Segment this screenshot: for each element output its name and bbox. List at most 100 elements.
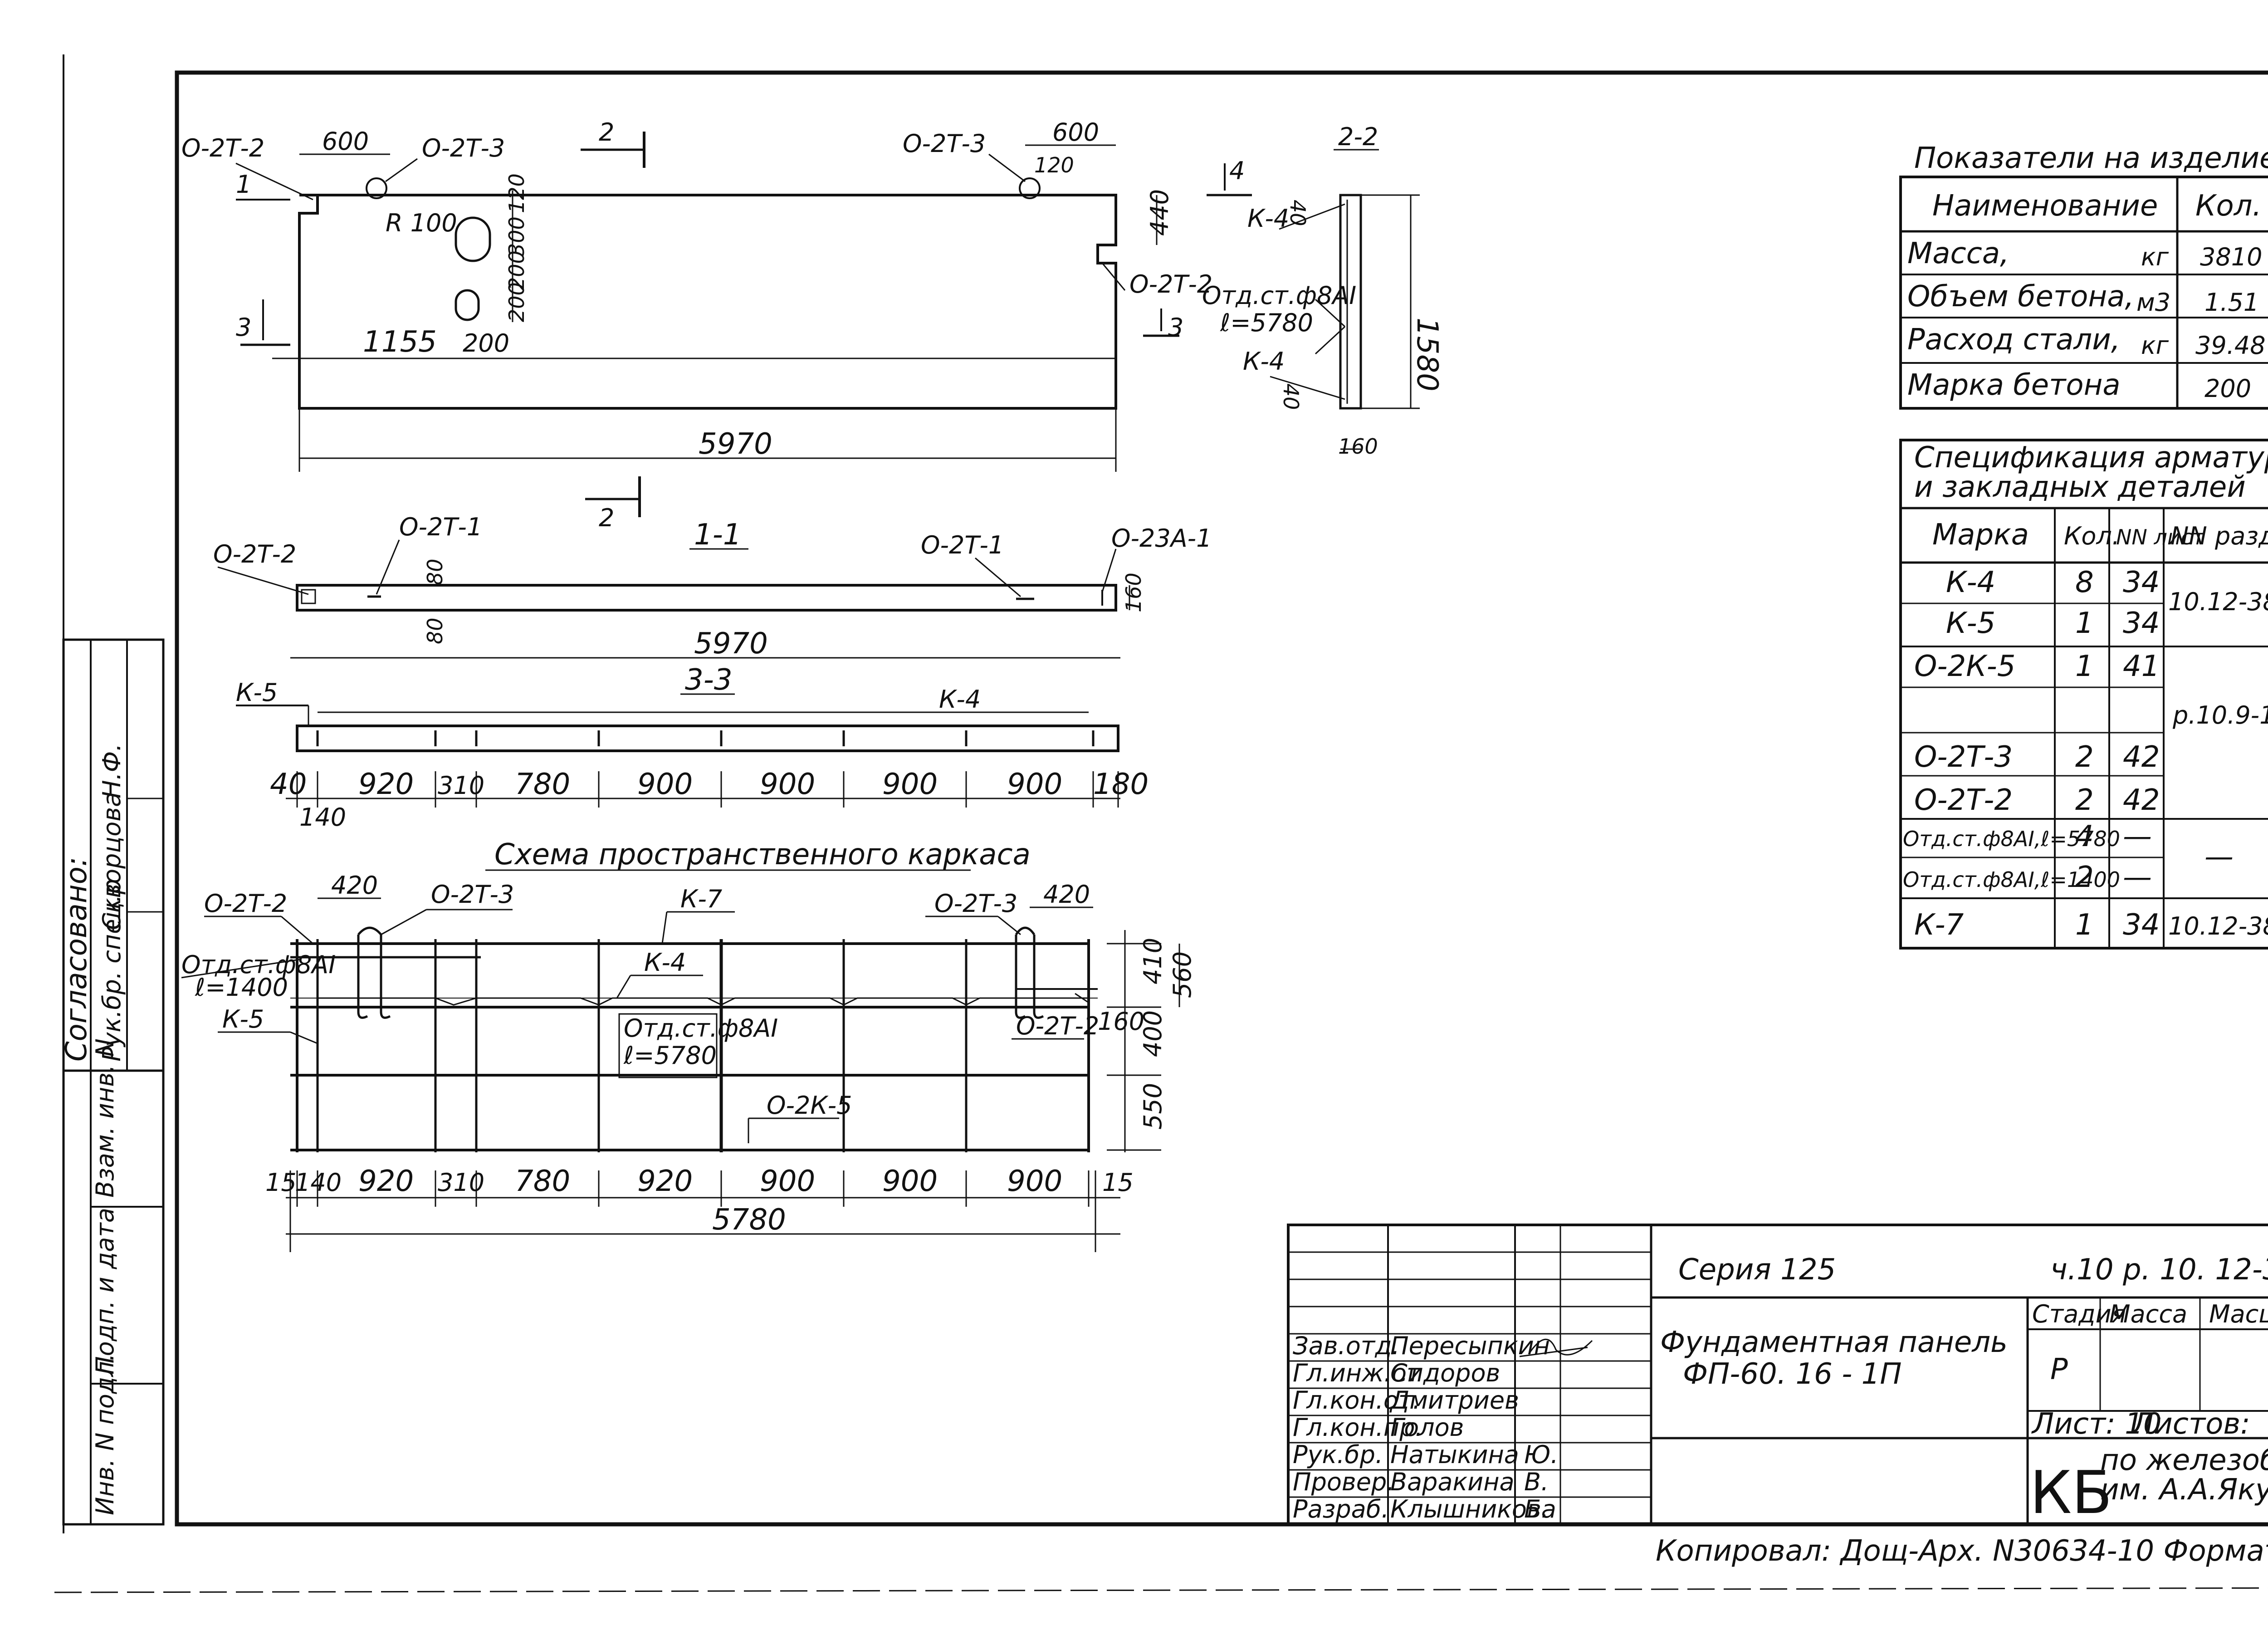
spec-row: О-2Т-2 2 42 xyxy=(1914,783,2160,817)
spec-title-line1: Спецификация арматурных xyxy=(1914,441,2268,475)
stamp-podp-data: Подп. и дата xyxy=(91,1208,119,1375)
spec-sheet: 41 xyxy=(2123,650,2160,683)
spec-qty: 2 xyxy=(2075,861,2094,894)
dim-80-a: 80 xyxy=(423,558,447,585)
dim-frame-900-a: 900 xyxy=(760,1165,815,1198)
signature-scribble xyxy=(1519,1338,1593,1357)
dim-200-b: 200 xyxy=(504,282,529,322)
indicators-header-name: Наименование xyxy=(1932,189,2158,223)
dim-5970-section11: 5970 xyxy=(694,627,768,661)
panel-elevation: 600 600 120 О-2Т-2 О-2Т-3 О-2Т-3 О-2Т-2 … xyxy=(181,118,1356,532)
spec-qty: 4 xyxy=(2075,820,2094,853)
spec-row: К-7 1 34 10.12-38П xyxy=(1914,908,2268,942)
k4-bottom-label: К-4 xyxy=(1243,347,1285,376)
dim-frame-900-c: 900 xyxy=(1007,1165,1062,1198)
otd-1400-line2: ℓ=1400 xyxy=(195,973,288,1002)
spec-section: 10.12-38П xyxy=(2168,912,2268,940)
dim-frame-15-a: 15 xyxy=(265,1168,297,1197)
spec-row: О-2Т-3 2 42 xyxy=(1914,740,2160,774)
callout-o2t2-left: О-2Т-2 xyxy=(181,134,264,162)
o2t1-left-label: О-2Т-1 xyxy=(399,513,482,541)
dim-frame-310: 310 xyxy=(438,1168,484,1197)
signer-role: Провер. xyxy=(1293,1468,1394,1496)
spec-mark: О-2К-5 xyxy=(1914,650,2015,683)
stamp-vzam-inv: Взам. инв. N xyxy=(91,1038,119,1198)
section-1-1-title: 1-1 xyxy=(694,518,742,552)
spec-mark: О-2Т-3 xyxy=(1914,740,2013,774)
signer-role: Гл.кон.от. xyxy=(1293,1386,1421,1415)
section-2-2: 2-2 1580 К-4 К-4 40 40 160 xyxy=(1243,122,1444,459)
otd-5780-line2: ℓ=5780 xyxy=(623,1041,717,1070)
callout-o2t3-right: О-2Т-3 xyxy=(903,129,986,158)
indicators-row: Масса, кг 3810 xyxy=(1907,237,2262,271)
spec-mark: Отд.ст.ф8АI,ℓ=1400 xyxy=(1903,867,2120,892)
spec-qty: 2 xyxy=(2075,783,2094,817)
o23a1-label: О-23А-1 xyxy=(1111,524,1212,553)
opening-upper xyxy=(455,216,491,262)
dim-33-310: 310 xyxy=(438,771,484,800)
o2t3-right-frame-label: О-2Т-3 xyxy=(934,889,1017,918)
title-mass-label: Масса xyxy=(2109,1300,2187,1328)
spec-section: — xyxy=(2204,840,2234,874)
bar-note-1: Отд.ст.ф8АI xyxy=(1202,281,1356,310)
approval-title: Согласовано: xyxy=(60,857,93,1062)
spec-sheet: 34 xyxy=(2123,908,2160,942)
spec-mark: К-7 xyxy=(1914,908,1964,942)
dim-frame-15-b: 15 xyxy=(1102,1168,1134,1197)
callout-o2t2-right: О-2Т-2 xyxy=(1129,270,1212,299)
approval-name: Скворцова xyxy=(98,792,126,930)
specification-table: Спецификация арматурных и закладных дета… xyxy=(1899,439,2268,950)
dim-33-140: 140 xyxy=(299,803,346,832)
section-2-bottom-label: 2 xyxy=(599,504,614,532)
title-org-line1: по железобетону xyxy=(2100,1444,2268,1477)
approval-sign: Н.Ф. xyxy=(98,744,126,798)
indicator-unit: кг xyxy=(2141,243,2169,271)
spec-sheet: — xyxy=(2123,861,2152,894)
signer-role: Гл.кон.пр. xyxy=(1293,1413,1423,1442)
frame-scheme-title: Схема пространственного каркаса xyxy=(494,838,1031,871)
section-3-3-dims: 40 920 310 780 900 900 900 900 180 140 xyxy=(270,768,1149,832)
spec-header-section: NN раздел. xyxy=(2170,522,2268,550)
spec-qty: 1 xyxy=(2075,908,2094,942)
dim-550: 550 xyxy=(1139,1083,1167,1130)
dim-600-left: 600 xyxy=(322,127,369,156)
signer-sign: В. xyxy=(1524,1468,1549,1496)
dim-160-frame: 160 xyxy=(1098,1007,1144,1036)
spec-row: Отд.ст.ф8АI,ℓ=1400 2 — xyxy=(1903,861,2152,894)
signer-sign: Ю. xyxy=(1524,1440,1558,1469)
section-2-top-label: 2 xyxy=(599,118,614,147)
indicator-value: 3810 xyxy=(2200,243,2262,271)
dim-frame-780: 780 xyxy=(515,1165,570,1198)
dim-400: 400 xyxy=(1139,1010,1167,1057)
dim-1580: 1580 xyxy=(1410,318,1444,392)
section-3-3-title: 3-3 xyxy=(685,663,733,697)
k4-frame-label: К-4 xyxy=(644,948,686,977)
indicator-unit: м3 xyxy=(2136,288,2170,317)
spec-qty: 1 xyxy=(2075,607,2094,640)
dim-1155: 1155 xyxy=(363,325,437,359)
approval-role: Рук.бр. спец.р xyxy=(98,879,126,1062)
section-2-2-title: 2-2 xyxy=(1338,122,1378,151)
spec-header-sheet: NN лист xyxy=(2116,525,2205,549)
title-stage-label: Стадия xyxy=(2032,1300,2126,1328)
section-3-left-label: 3 xyxy=(236,313,251,342)
dim-frame-920-a: 920 xyxy=(358,1165,414,1198)
signer-role: Разраб. xyxy=(1293,1495,1389,1523)
dim-33-900-d: 900 xyxy=(1007,768,1062,801)
title-sheets: Листов: xyxy=(2131,1407,2250,1441)
k5-33-label: К-5 xyxy=(236,678,278,707)
o2t2-right-frame-label: О-2Т-2 xyxy=(1016,1012,1099,1040)
dim-420-left: 420 xyxy=(331,871,378,900)
signer-row: Гл.кон.от. Дмитриев xyxy=(1293,1386,1519,1415)
dim-frame-900-b: 900 xyxy=(882,1165,938,1198)
indicator-unit: кг xyxy=(2141,331,2169,360)
k5-frame-label: К-5 xyxy=(222,1005,264,1033)
dim-420-right: 420 xyxy=(1043,880,1090,909)
frame-scheme: Схема пространственного каркаса О-2Т- xyxy=(181,838,1197,1252)
k4-top-label: К-4 xyxy=(1247,204,1289,233)
dim-33-900-a: 900 xyxy=(637,768,693,801)
dim-r100: R 100 xyxy=(386,209,457,237)
signer-row: Гл.инж.от Сидоров xyxy=(1293,1359,1500,1387)
dim-33-920: 920 xyxy=(358,768,414,801)
